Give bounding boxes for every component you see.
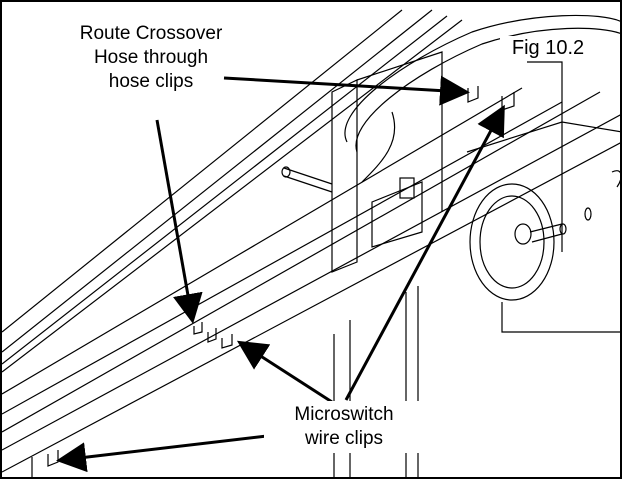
route-hose-line-3: hose clips (108, 70, 194, 92)
microswitch-callout: Microswitch wire clips (264, 401, 424, 453)
pulley-assembly (466, 61, 620, 333)
figure-label: Fig 10.2 (500, 36, 596, 61)
arrow-to-lower-wire-clip (56, 432, 285, 473)
upper-rail (2, 9, 463, 373)
microswitch-wire-clips (47, 328, 233, 467)
microswitch-line-1: Microswitch (294, 404, 394, 425)
arrow-to-upper-hose-clip (223, 75, 470, 106)
arrow-to-upper-wire-clip (344, 104, 505, 401)
crossover-hose (344, 14, 620, 183)
cross-rod (281, 166, 333, 193)
hose-clips (193, 86, 515, 335)
route-hose-callout: Route Crossover Hose through hose clips (26, 22, 276, 93)
route-hose-line-2: Hose through (93, 46, 209, 68)
arrow-to-lower-hose-clip (155, 119, 203, 324)
route-hose-line-1: Route Crossover (79, 23, 223, 44)
arrow-to-middle-wire-clip (236, 340, 333, 404)
microswitch-line-2: wire clips (304, 427, 384, 449)
